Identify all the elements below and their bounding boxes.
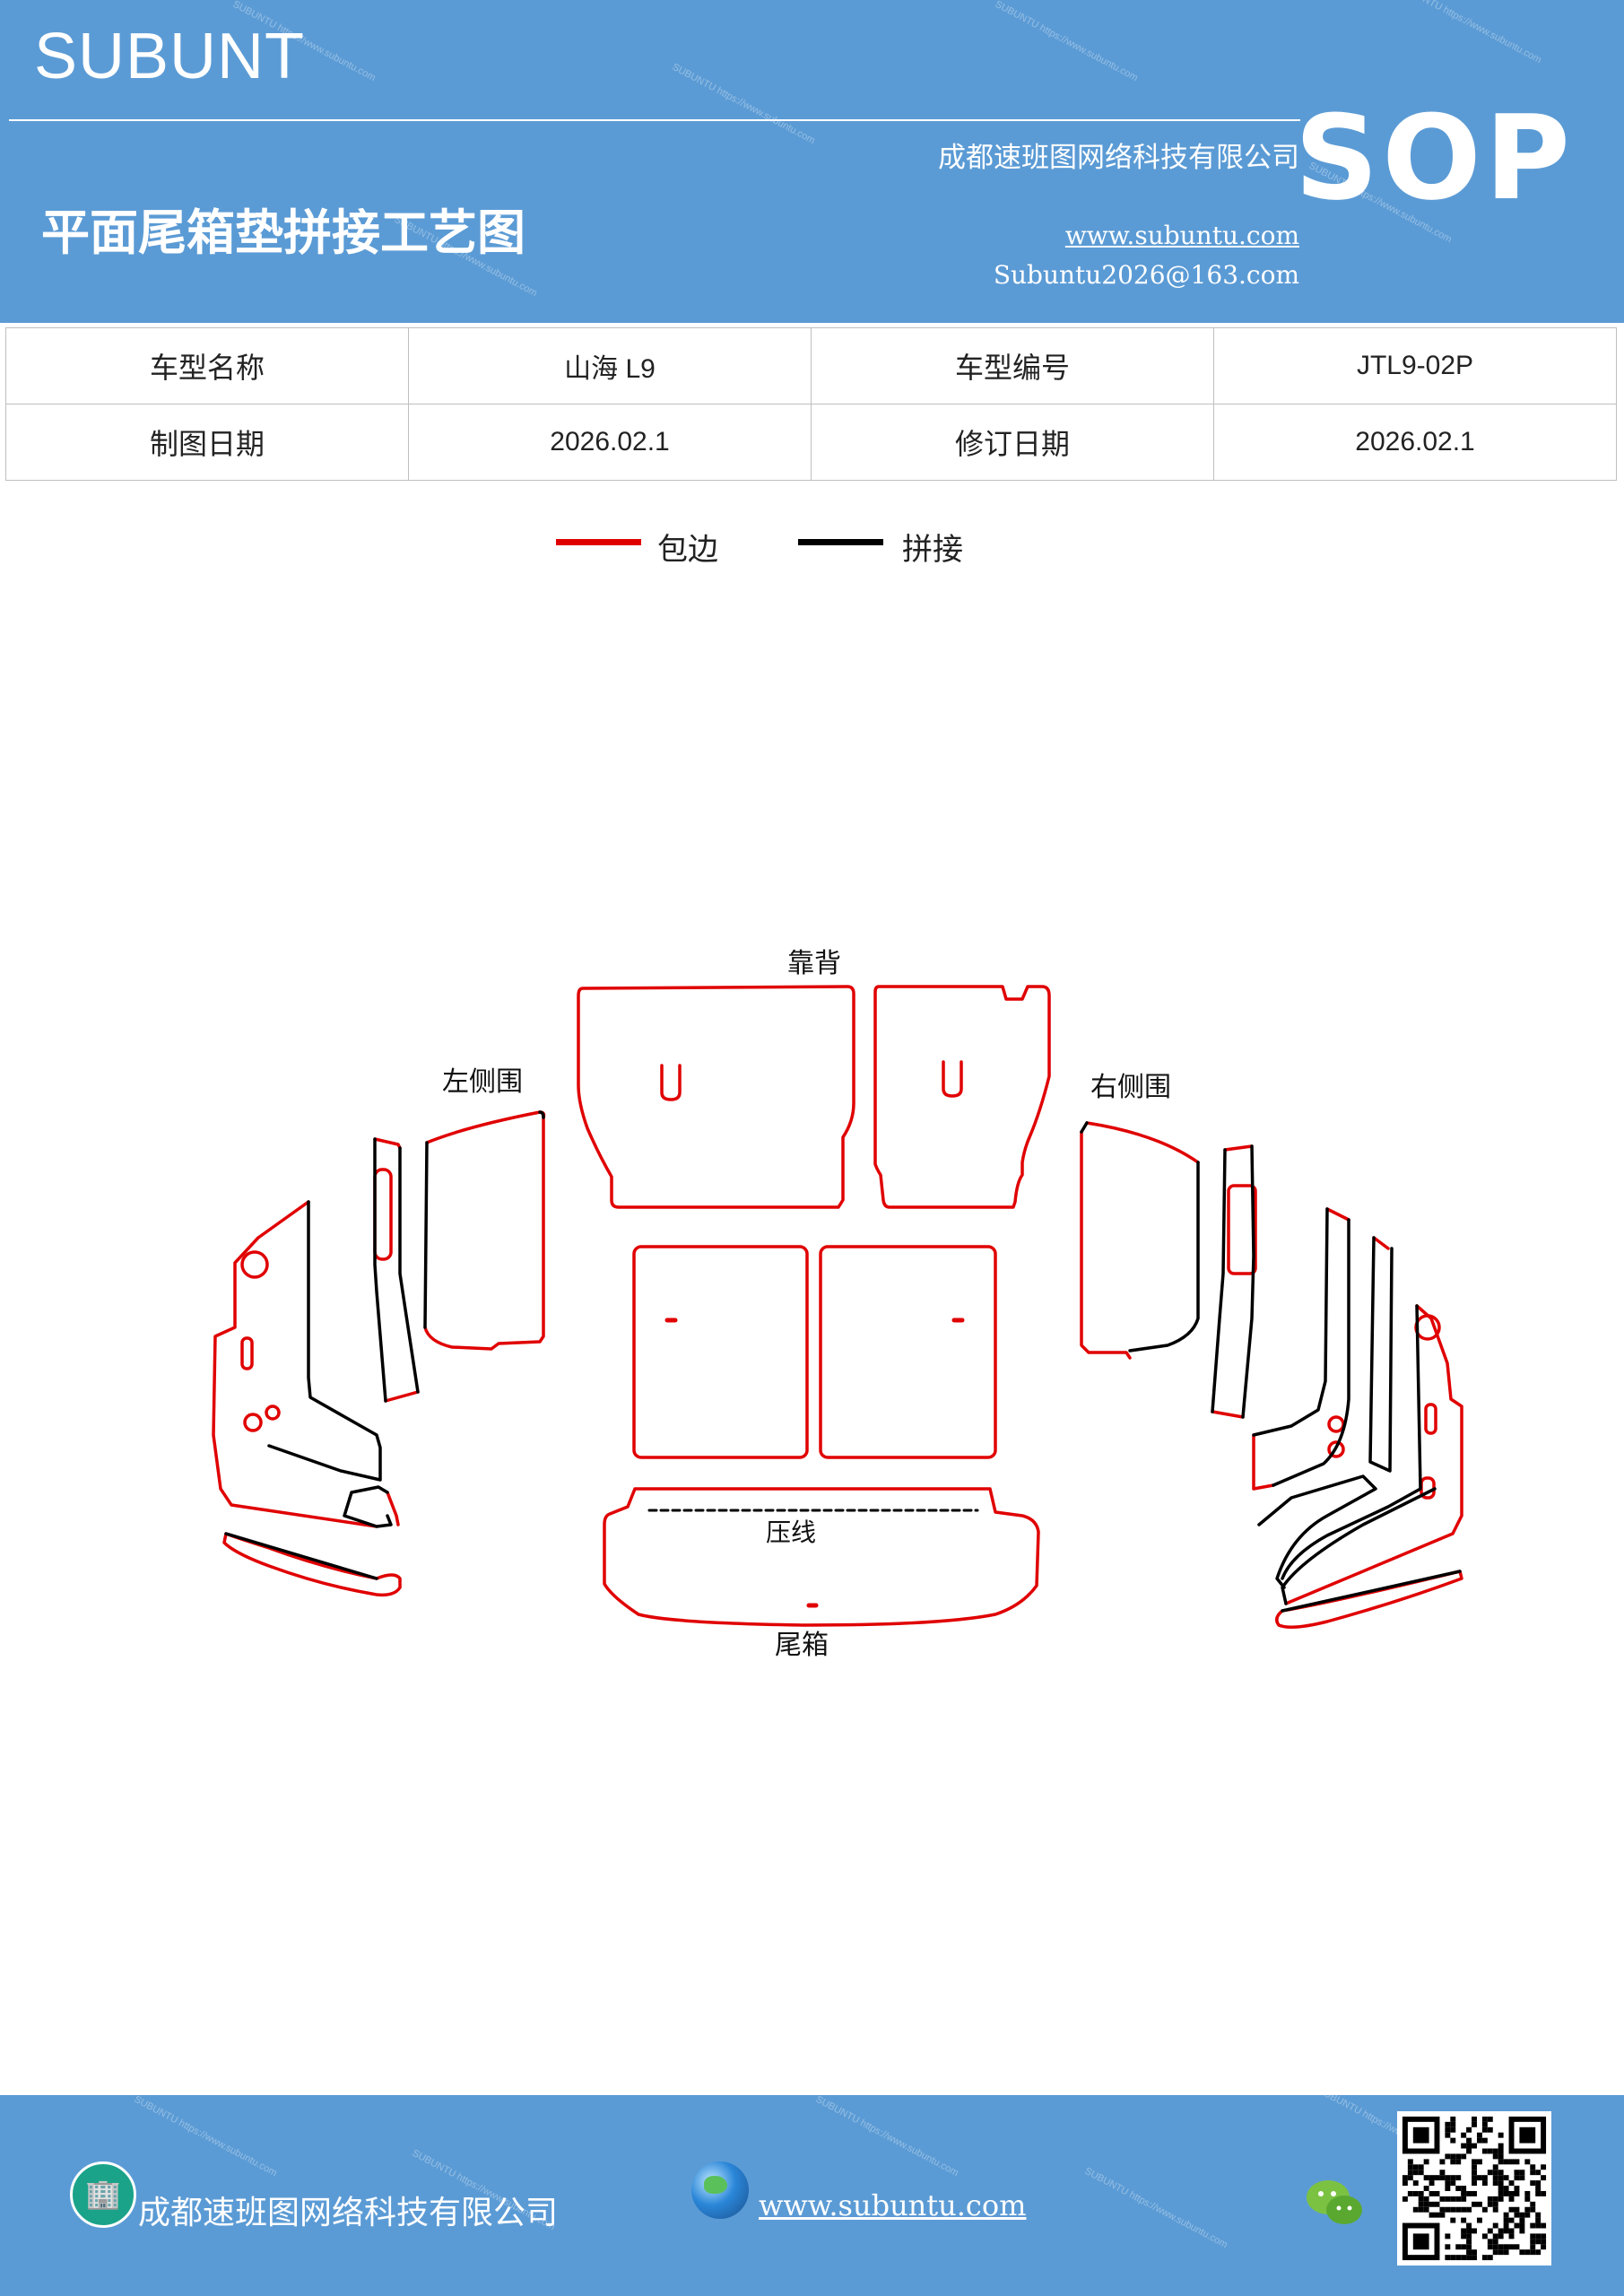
left-wedge-hole-3 [265,1405,281,1421]
left-side-label: 左侧围 [442,1066,523,1098]
globe-icon [691,2161,749,2219]
right-inner-edge [1325,1207,1390,1250]
left-wedge-slot [240,1336,254,1370]
left-bottom-strip-edge [222,1532,402,1597]
right-mid-edge [1252,1433,1275,1491]
watermark: SUBUNTU https://www.subuntu.com [1082,2165,1229,2251]
floor-panel-right [819,1245,997,1459]
wechat-icon [1307,2180,1362,2224]
right-outer-edge [1284,1304,1463,1605]
mat-splice-diagram: 靠背 左侧围 右侧围 压线 尾箱 [212,948,1463,1661]
model-name-label: 车型名称 [5,327,409,404]
left-side-panel-inner [423,1110,546,1351]
watermark: SUBUNTU https://www.subuntu.com [993,0,1140,84]
left-strip-lower-edge [384,1390,420,1403]
crease-label: 压线 [766,1518,816,1547]
watermark: SUBUNTU https://www.subuntu.com [1396,0,1543,66]
right-bottom-strip-edge [1275,1570,1463,1629]
table-row: 车型名称 山海 L9 车型编号 JTL9-02P [5,327,1617,404]
page-title: 平面尾箱垫拼接工艺图 [41,204,525,261]
vehicle-info-table: 车型名称 山海 L9 车型编号 JTL9-02P 制图日期 2026.02.1 … [5,327,1617,481]
backrest-right-slot [942,1060,963,1098]
right-inner-splice [1368,1236,1394,1473]
model-code-value: JTL9-02P [1213,327,1617,404]
floor-panel-left [632,1245,809,1459]
right-strip-splice [1211,1144,1255,1419]
edge-line-swatch [556,539,641,545]
backrest-left-slot [660,1064,682,1101]
right-outer-slot [1424,1403,1437,1435]
trunk-label: 尾箱 [775,1630,829,1661]
left-bottom-strip-splice [224,1532,378,1580]
header-banner: SUBUNTU https://www.subuntu.com SUBUNTU … [0,0,1624,323]
revision-date-value: 2026.02.1 [1213,404,1617,481]
model-code-label: 车型编号 [811,327,1214,404]
right-lower-diag-splice [1257,1474,1437,1605]
right-side-panel-inner [1080,1121,1200,1360]
watermark: SUBUNTU https://www.subuntu.com [670,61,817,147]
revision-date-label: 修订日期 [811,404,1214,481]
footer-banner: SUBUNTU https://www.subuntu.com SUBUNTU … [0,2095,1624,2296]
left-side-panel-splice [423,1110,545,1329]
drawing-date-label: 制图日期 [5,404,409,481]
splice-line-swatch [798,539,883,545]
table-row: 制图日期 2026.02.1 修订日期 2026.02.1 [5,404,1617,481]
backrest-left-panel [577,985,855,1209]
left-strip-splice [373,1137,420,1403]
line-legend: 包边 拼接 [0,525,1624,570]
left-wedge-hole [240,1250,269,1279]
right-bottom-strip-splice [1281,1570,1462,1613]
watermark: SUBUNTU https://www.subuntu.com [813,2095,960,2179]
splice-legend-label: 拼接 [902,532,963,568]
header-company-name: 成都速班图网络科技有限公司 [938,142,1299,174]
left-wedge-edge [212,1200,378,1528]
footer-website-link[interactable]: www.subuntu.com [759,2188,1027,2222]
right-strip-lower-edge [1211,1410,1245,1419]
edge-legend-label: 包边 [657,532,718,568]
left-wedge-splice [267,1200,393,1528]
right-mid-hole [1327,1415,1345,1433]
right-side-panel-splice [1080,1121,1200,1352]
right-mid-splice [1252,1207,1350,1487]
model-name-value: 山海 L9 [408,327,812,404]
header-website-link[interactable]: www.subuntu.com [1064,221,1299,250]
left-wedge-hole-2 [243,1413,263,1432]
footer-company-name: 成都速班图网络科技有限公司 [138,2195,559,2231]
backrest-label: 靠背 [787,948,841,979]
left-strip-edge [373,1137,402,1150]
right-mid-hole-2 [1327,1440,1345,1458]
left-small-piece-edge [386,1491,400,1526]
header-divider [9,119,1300,121]
sop-mark: SOP [1294,90,1574,226]
building-icon: 🏢 [70,2161,136,2228]
backrest-right-panel [873,985,1051,1209]
right-strip-edge [1223,1144,1254,1152]
qr-code[interactable] [1397,2111,1551,2266]
left-strip-slot [373,1168,393,1261]
trunk-panel [603,1487,1040,1627]
drawing-date-value: 2026.02.1 [408,404,812,481]
right-side-label: 右侧围 [1090,1072,1171,1103]
right-strip-slot [1227,1184,1257,1275]
brand-logo-text: SUBUNT [34,21,306,92]
watermark: SUBUNTU https://www.subuntu.com [132,2095,279,2179]
header-email[interactable]: Subuntu2026@163.com [993,260,1299,290]
right-outer-splice [1281,1304,1422,1580]
